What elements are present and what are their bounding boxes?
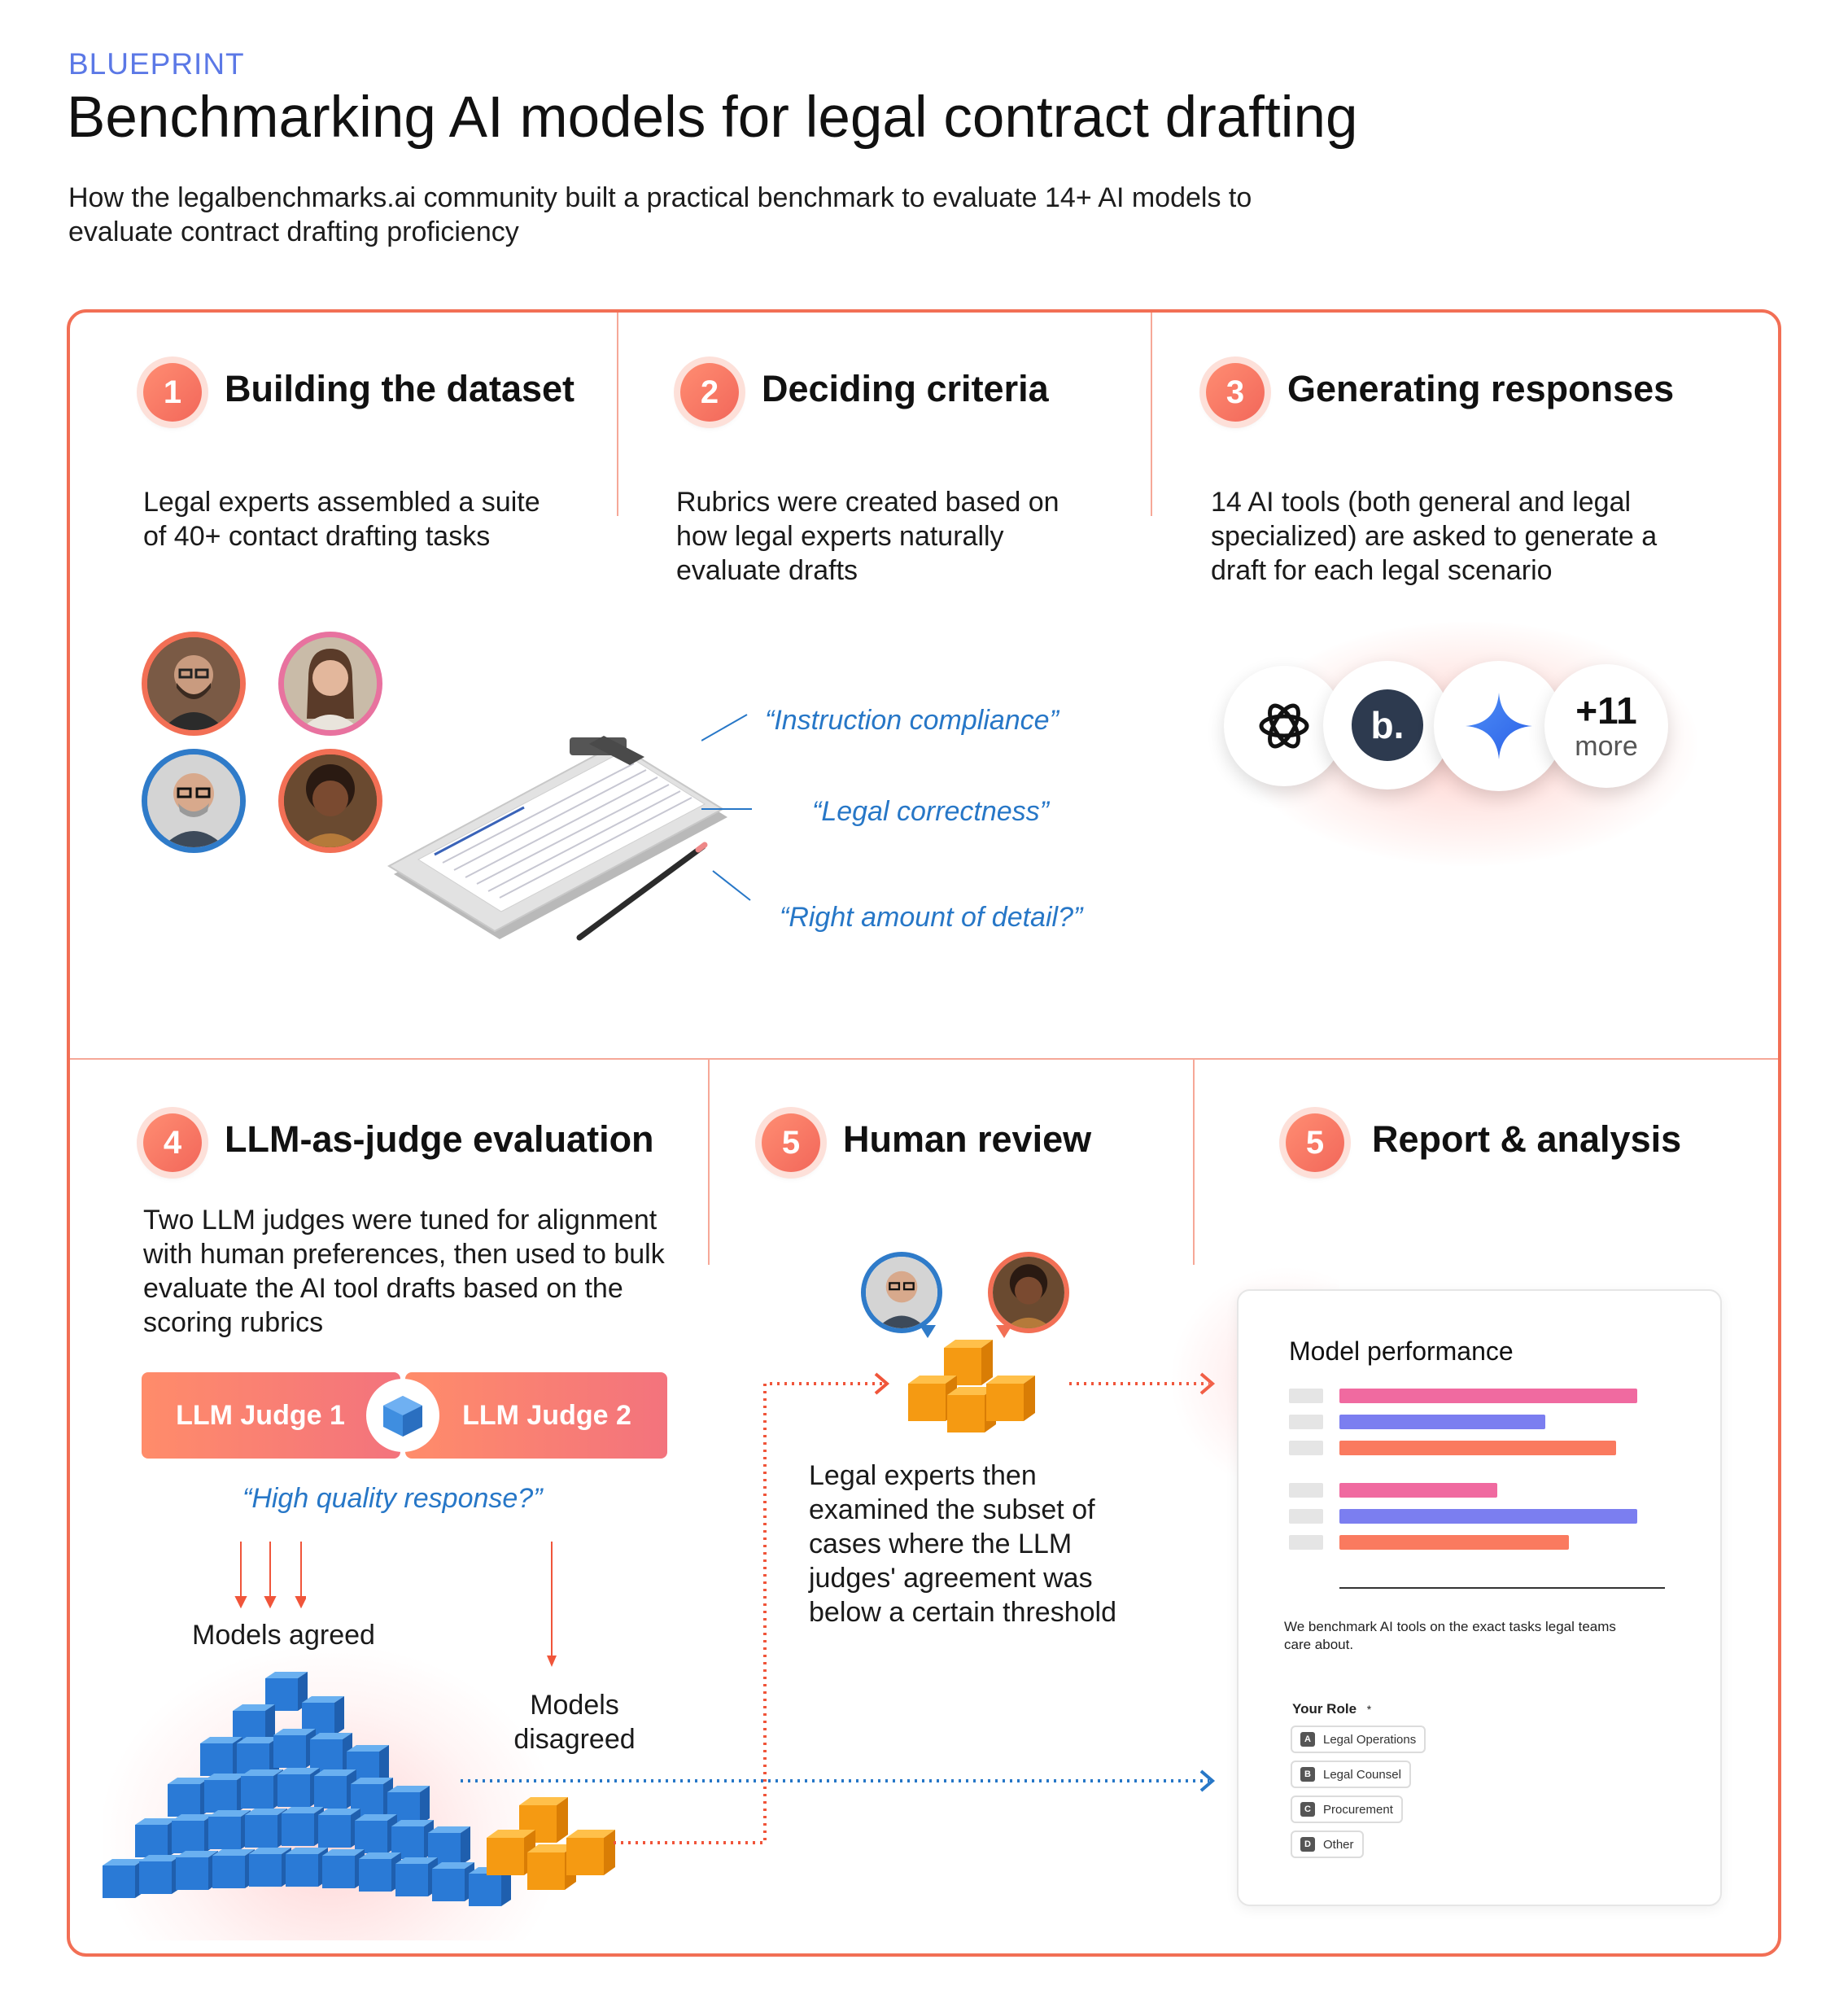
quote-connectors xyxy=(701,711,799,956)
step-5-description: Legal experts then examined the subset o… xyxy=(809,1460,1117,1628)
person-icon xyxy=(284,637,377,730)
bar-label-placeholder xyxy=(1289,1509,1323,1524)
reviewer-avatar-1 xyxy=(861,1252,942,1333)
blueprint-frame: 1 Building the dataset Legal experts ass… xyxy=(67,309,1781,1957)
option-label: Procurement xyxy=(1323,1802,1393,1817)
judge-question: “High quality response?” xyxy=(242,1483,543,1514)
person-icon xyxy=(147,754,240,847)
more-tools-badge: +11 more xyxy=(1544,664,1668,788)
role-options: A Legal Operations B Legal Counsel C Procur… xyxy=(1291,1726,1426,1858)
judge-cube-icon xyxy=(366,1379,439,1452)
expert-avatar-3 xyxy=(142,749,246,853)
bar-label-placeholder xyxy=(1289,1415,1323,1429)
divider-v4 xyxy=(1193,1060,1195,1265)
more-count: +11 xyxy=(1575,689,1637,732)
reviewer-1-tail xyxy=(920,1325,936,1338)
role-option-legal-operations[interactable]: A Legal Operations xyxy=(1291,1726,1426,1753)
step-4-title: LLM-as-judge evaluation xyxy=(225,1118,654,1160)
bar-label-placeholder xyxy=(1289,1483,1323,1498)
page-subtitle: How the legalbenchmarks.ai community bui… xyxy=(68,182,1252,247)
step-4-badge: 4 xyxy=(143,1113,202,1172)
step-5-badge: 5 xyxy=(762,1113,820,1172)
step-3-title: Generating responses xyxy=(1287,368,1675,409)
option-key-a: A xyxy=(1300,1732,1315,1747)
chart-axis-line xyxy=(1339,1587,1665,1589)
openai-icon xyxy=(1224,666,1344,786)
expert-avatar-2 xyxy=(278,632,382,736)
gemini-sparkle-icon xyxy=(1434,661,1564,791)
step-6-title: Report & analysis xyxy=(1372,1118,1682,1160)
report-card-title: Model performance xyxy=(1289,1336,1514,1366)
step-6-badge: 5 xyxy=(1286,1113,1344,1172)
performance-bars xyxy=(1289,1389,1696,1592)
person-icon xyxy=(866,1257,937,1328)
performance-bar xyxy=(1339,1389,1637,1403)
criteria-quote-1: “Instruction compliance” xyxy=(765,705,1059,736)
step-1-badge: 1 xyxy=(143,363,202,422)
step-2-title: Deciding criteria xyxy=(762,368,1049,409)
option-key-d: D xyxy=(1300,1837,1315,1852)
criteria-quote-3: “Right amount of detail?” xyxy=(780,902,1083,933)
option-label: Other xyxy=(1323,1837,1354,1852)
person-icon xyxy=(993,1257,1064,1328)
performance-bar xyxy=(1339,1483,1497,1498)
criteria-quote-2: “Legal correctness” xyxy=(812,796,1050,827)
judge-2-bar: LLM Judge 2 xyxy=(405,1372,667,1459)
step-5-title: Human review xyxy=(843,1118,1092,1160)
performance-bar xyxy=(1339,1415,1545,1429)
divider-v2 xyxy=(1151,313,1152,516)
role-label-row: Your Role * xyxy=(1292,1701,1371,1717)
step-4-description: Two LLM judges were tuned for alignment … xyxy=(143,1205,665,1338)
person-icon xyxy=(147,637,240,730)
agreed-label: Models agreed xyxy=(192,1620,375,1651)
reviewer-avatar-2 xyxy=(988,1252,1069,1333)
agreed-arrows xyxy=(233,1542,308,1610)
bar-label-placeholder xyxy=(1289,1441,1323,1455)
b-logo: b. xyxy=(1323,661,1452,789)
role-option-procurement[interactable]: C Procurement xyxy=(1291,1795,1403,1823)
bar-label-placeholder xyxy=(1289,1535,1323,1550)
option-label: Legal Counsel xyxy=(1323,1767,1401,1782)
step-2-badge: 2 xyxy=(680,363,739,422)
disagreed-cube-stack xyxy=(487,1797,617,1903)
page-title: Benchmarking AI models for legal contrac… xyxy=(67,85,1358,150)
person-icon xyxy=(284,754,377,847)
report-tagline: We benchmark AI tools on the exact tasks… xyxy=(1284,1619,1616,1652)
step-3-description: 14 AI tools (both general and legal spec… xyxy=(1211,487,1658,586)
review-cube-stack xyxy=(908,1340,1046,1437)
option-label: Legal Operations xyxy=(1323,1732,1417,1747)
role-option-other[interactable]: D Other xyxy=(1291,1830,1364,1858)
reviewer-2-tail xyxy=(996,1325,1012,1338)
step-3-badge: 3 xyxy=(1206,363,1265,422)
step-2-description: Rubrics were created based on how legal … xyxy=(676,487,1059,586)
required-mark: * xyxy=(1366,1703,1372,1716)
expert-avatar-4 xyxy=(278,749,382,853)
option-key-c: C xyxy=(1300,1802,1315,1817)
clipboard-illustration xyxy=(386,720,793,964)
role-option-legal-counsel[interactable]: B Legal Counsel xyxy=(1291,1760,1411,1788)
option-key-b: B xyxy=(1300,1767,1315,1782)
performance-bar xyxy=(1339,1535,1569,1550)
divider-v3 xyxy=(708,1060,710,1265)
step-1-description: Legal experts assembled a suite of 40+ c… xyxy=(143,487,540,552)
expert-avatar-1 xyxy=(142,632,246,736)
more-label: more xyxy=(1575,731,1638,762)
agreed-cube-pile xyxy=(103,1647,558,1940)
divider-h xyxy=(70,1058,1778,1060)
report-card: Model performance We benchmark AI tools … xyxy=(1237,1289,1722,1906)
divider-v1 xyxy=(617,313,618,516)
performance-bar xyxy=(1339,1509,1637,1524)
b-icon: b. xyxy=(1352,689,1423,761)
b-icon-letter: b. xyxy=(1370,704,1405,746)
judge-1-bar: LLM Judge 1 xyxy=(142,1372,400,1459)
eyebrow-label: BLUEPRINT xyxy=(68,47,245,81)
bar-label-placeholder xyxy=(1289,1389,1323,1403)
performance-bar xyxy=(1339,1441,1616,1455)
role-label: Your Role xyxy=(1292,1701,1357,1717)
step-1-title: Building the dataset xyxy=(225,368,575,409)
